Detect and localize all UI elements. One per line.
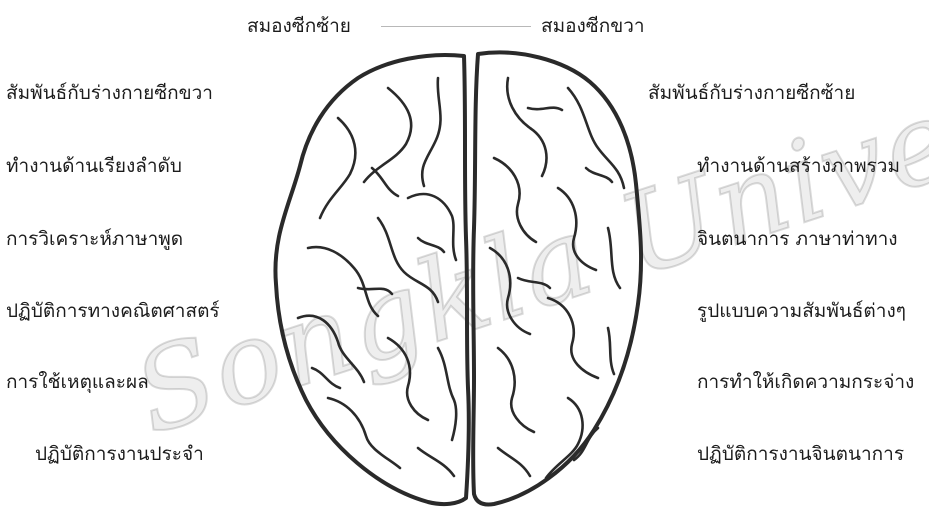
left-hemisphere-title: สมองซีกซ้าย	[247, 17, 351, 36]
left-function-5: การใช้เหตุและผล	[6, 373, 149, 392]
left-function-6: ปฏิบัติการงานประจำ	[35, 445, 204, 464]
right-function-4: รูปแบบความสัมพันธ์ต่างๆ	[697, 302, 906, 321]
right-gyri-lines	[490, 78, 624, 478]
right-function-5: การทำให้เกิดความกระจ่าง	[697, 373, 914, 392]
left-function-4: ปฏิบัติการทางคณิตศาสตร์	[6, 302, 220, 321]
brain-illustration	[268, 48, 646, 508]
left-function-3: การวิเคราะห์ภาษาพูด	[6, 230, 183, 249]
left-function-2: ทำงานด้านเรียงลำดับ	[6, 157, 182, 176]
right-function-2: ทำงานด้านสร้างภาพรวม	[697, 157, 900, 176]
header-divider-line	[381, 26, 531, 27]
right-function-6: ปฏิบัติการงานจินตนาการ	[697, 445, 904, 464]
right-function-3: จินตนาการ ภาษาท่าทาง	[697, 230, 898, 249]
left-gyri-lines	[298, 78, 456, 476]
left-function-1: สัมพันธ์กับร่างกายซีกขวา	[6, 84, 213, 103]
right-hemisphere-title: สมองซีกขวา	[541, 17, 645, 36]
right-function-1: สัมพันธ์กับร่างกายซีกซ้าย	[648, 84, 855, 103]
